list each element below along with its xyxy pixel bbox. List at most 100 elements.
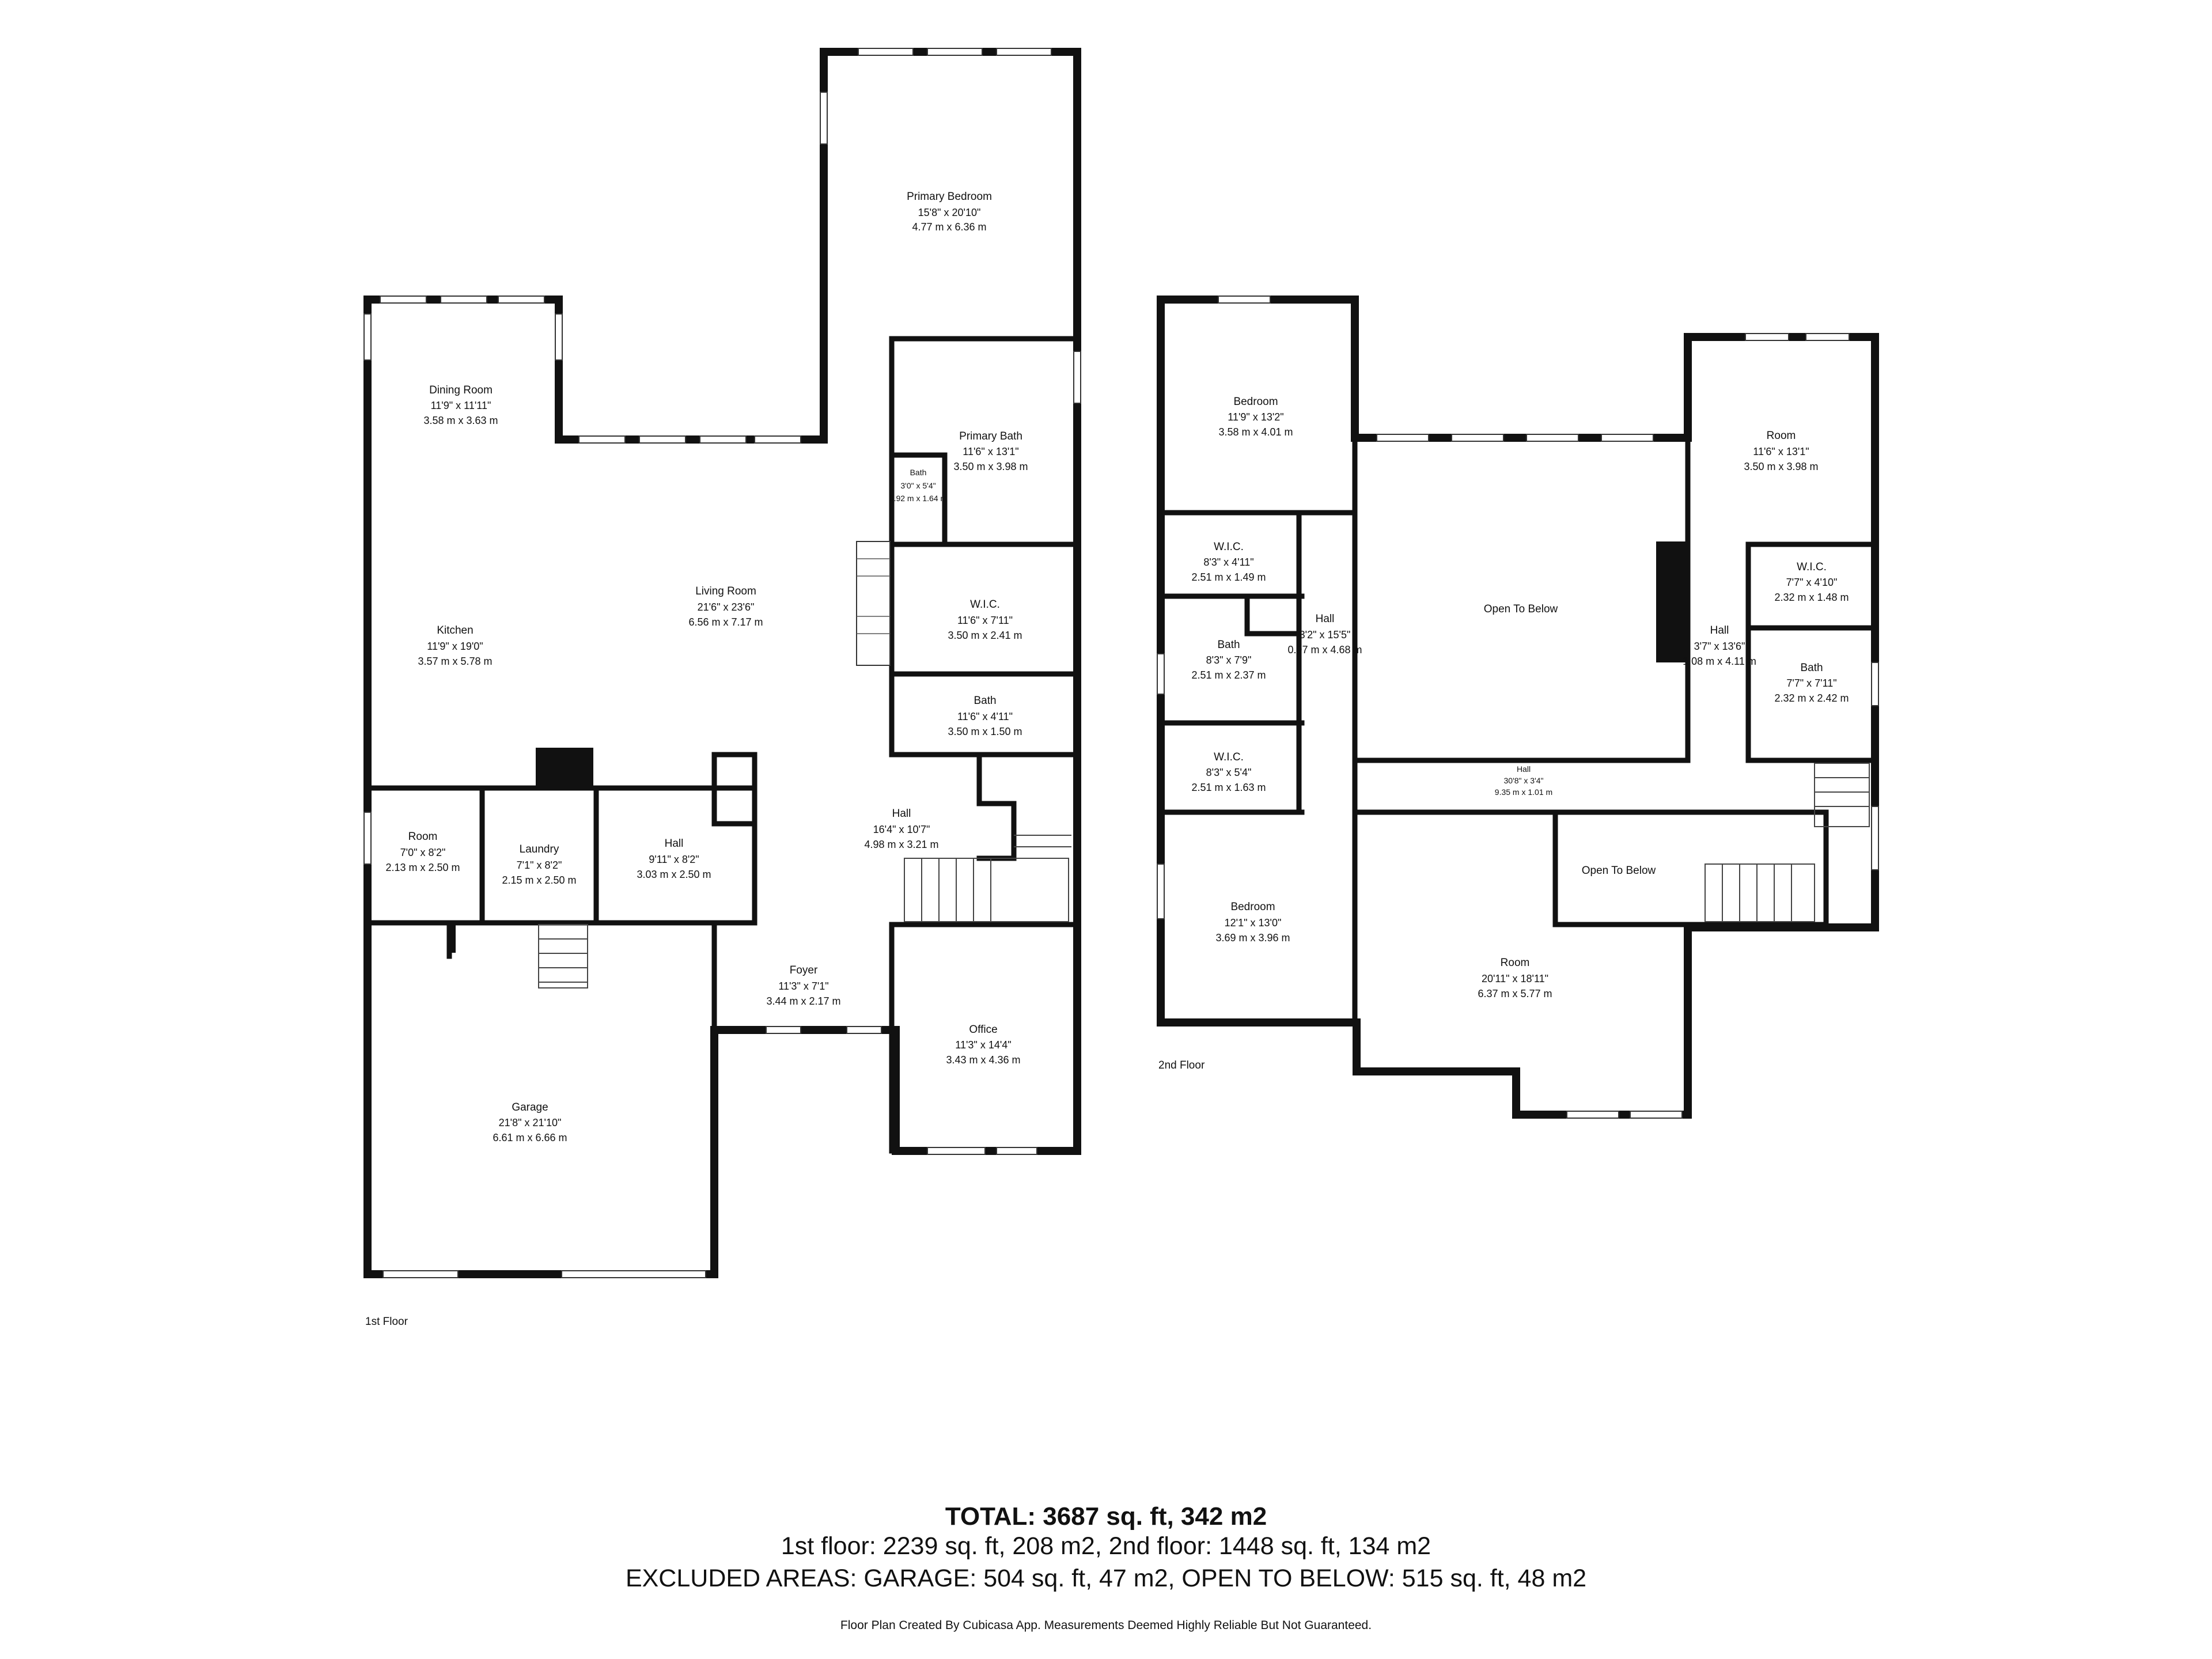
bath-left-imperial: 8'3" x 7'9"	[1206, 654, 1252, 666]
primary-bedroom-name: Primary Bedroom	[907, 191, 992, 203]
wic-name: W.I.C.	[970, 599, 1000, 611]
room-right-name: Room	[1767, 430, 1796, 442]
wic-lower-name: W.I.C.	[1214, 751, 1244, 763]
chimney-block-2	[1656, 541, 1688, 662]
living-room-name: Living Room	[695, 585, 756, 597]
first-floor-label: 1st Floor	[365, 1316, 408, 1328]
room-right-metric: 3.50 m x 3.98 m	[1744, 461, 1818, 472]
foyer-name: Foyer	[790, 964, 818, 976]
room-name: Room	[408, 831, 438, 843]
hall-long-imperial: 30'8" x 3'4"	[1504, 776, 1544, 785]
open-to-below-main: Open To Below	[1484, 603, 1558, 615]
room-metric: 2.13 m x 2.50 m	[385, 862, 460, 873]
total-area: TOTAL: 3687 sq. ft, 342 m2	[945, 1502, 1267, 1531]
hall-small-metric: 3.03 m x 2.50 m	[637, 869, 711, 880]
kitchen-imperial: 11'9" x 19'0"	[427, 641, 483, 652]
primary-bath-imperial: 11'6" x 13'1"	[963, 446, 1018, 457]
wic-right-imperial: 7'7" x 4'10"	[1786, 577, 1838, 588]
living-room-metric: 6.56 m x 7.17 m	[688, 616, 763, 628]
bedroom-bottom-name: Bedroom	[1230, 901, 1275, 913]
dining-room-name: Dining Room	[429, 384, 493, 396]
open-to-below-small: Open To Below	[1582, 865, 1656, 877]
bath-right-metric: 2.32 m x 2.42 m	[1774, 692, 1849, 704]
wic-imperial: 11'6" x 7'11"	[957, 615, 1013, 626]
second-floor-label: 2nd Floor	[1158, 1059, 1205, 1071]
first-floor-labels: Primary Bedroom 15'8" x 20'10" 4.77 m x …	[365, 191, 1028, 1328]
fireplace	[856, 541, 891, 666]
office-imperial: 11'3" x 14'4"	[955, 1039, 1011, 1051]
room-imperial: 7'0" x 8'2"	[400, 847, 446, 858]
first-floor-stairs	[538, 835, 1071, 988]
kitchen-name: Kitchen	[437, 624, 473, 637]
kitchen-metric: 3.57 m x 5.78 m	[418, 656, 492, 667]
office-metric: 3.43 m x 4.36 m	[946, 1054, 1020, 1066]
room-right-imperial: 11'6" x 13'1"	[1753, 446, 1809, 457]
floor-areas: 1st floor: 2239 sq. ft, 208 m2, 2nd floo…	[781, 1532, 1431, 1560]
small-bath-name: Bath	[910, 468, 927, 477]
wic-left-metric: 2.51 m x 1.49 m	[1191, 571, 1266, 583]
small-bath-metric: 0.92 m x 1.64 m	[889, 494, 947, 503]
hall-right-imperial: 3'7" x 13'6"	[1694, 641, 1745, 652]
laundry-imperial: 7'1" x 8'2"	[517, 859, 562, 871]
hall-small-imperial: 9'11" x 8'2"	[649, 854, 699, 865]
hall-vertical-imperial: 3'2" x 15'5"	[1300, 629, 1351, 641]
foyer-metric: 3.44 m x 2.17 m	[766, 995, 840, 1007]
small-bath-imperial: 3'0" x 5'4"	[900, 481, 935, 490]
garage-name: Garage	[512, 1101, 548, 1113]
hall-right-name: Hall	[1710, 624, 1729, 637]
hall-small-name: Hall	[665, 838, 684, 850]
bedroom-top-metric: 3.58 m x 4.01 m	[1218, 426, 1293, 438]
hall-main-imperial: 16'4" x 10'7"	[873, 824, 930, 835]
primary-bedroom-imperial: 15'8" x 20'10"	[918, 207, 981, 218]
wic-right-name: W.I.C.	[1797, 561, 1827, 573]
bath-left-metric: 2.51 m x 2.37 m	[1191, 669, 1266, 681]
wic-left-imperial: 8'3" x 4'11"	[1203, 556, 1253, 568]
room-bottom-name: Room	[1501, 957, 1530, 969]
bath-right-name: Bath	[1800, 662, 1823, 674]
disclaimer: Floor Plan Created By Cubicasa App. Meas…	[840, 1619, 1372, 1632]
hall-long-metric: 9.35 m x 1.01 m	[1495, 787, 1552, 797]
first-floor-plan	[363, 48, 1081, 1278]
office-name: Office	[969, 1024, 997, 1036]
second-floor-windows	[1157, 296, 1879, 1119]
bath-imperial: 11'6" x 4'11"	[957, 711, 1013, 722]
room-bottom-metric: 6.37 m x 5.77 m	[1478, 988, 1552, 999]
wic-lower-metric: 2.51 m x 1.63 m	[1191, 782, 1266, 793]
second-floor-stairs	[1705, 763, 1870, 922]
wic-left-name: W.I.C.	[1214, 541, 1244, 553]
second-floor-labels: Bedroom 11'9" x 13'2" 3.58 m x 4.01 m Ro…	[1158, 396, 1849, 1071]
hall-right-metric: 1.08 m x 4.11 m	[1683, 656, 1756, 667]
hall-vertical-name: Hall	[1316, 613, 1335, 625]
wic-metric: 3.50 m x 2.41 m	[948, 630, 1022, 641]
dining-room-imperial: 11'9" x 11'11"	[431, 400, 491, 411]
primary-bedroom-metric: 4.77 m x 6.36 m	[912, 221, 986, 233]
hall-main-metric: 4.98 m x 3.21 m	[864, 839, 938, 850]
bath-right-imperial: 7'7" x 7'11"	[1786, 677, 1836, 689]
chimney-block	[536, 748, 593, 788]
bedroom-top-name: Bedroom	[1233, 396, 1278, 408]
living-room-imperial: 21'6" x 23'6"	[698, 601, 755, 613]
post-block	[448, 923, 456, 953]
bath-left-name: Bath	[1217, 639, 1240, 651]
primary-bath-metric: 3.50 m x 3.98 m	[953, 461, 1028, 472]
garage-imperial: 21'8" x 21'10"	[499, 1117, 562, 1128]
foyer-imperial: 11'3" x 7'1"	[778, 980, 828, 992]
hall-long-name: Hall	[1517, 764, 1531, 774]
dining-room-metric: 3.58 m x 3.63 m	[423, 415, 498, 426]
hall-main-name: Hall	[892, 808, 911, 820]
room-bottom-imperial: 20'11" x 18'11"	[1482, 973, 1548, 984]
first-floor-walls	[363, 48, 1081, 1278]
wic-lower-imperial: 8'3" x 5'4"	[1206, 767, 1252, 778]
excluded-areas: EXCLUDED AREAS: GARAGE: 504 sq. ft, 47 m…	[625, 1565, 1587, 1592]
bedroom-top-imperial: 11'9" x 13'2"	[1228, 411, 1283, 423]
first-floor-windows	[363, 48, 1081, 1278]
primary-bath-name: Primary Bath	[959, 430, 1022, 442]
wic-right-metric: 2.32 m x 1.48 m	[1774, 592, 1849, 603]
bath-name: Bath	[974, 695, 996, 707]
hall-vertical-metric: 0.97 m x 4.68 m	[1287, 644, 1362, 656]
bedroom-bottom-metric: 3.69 m x 3.96 m	[1215, 932, 1290, 944]
garage-metric: 6.61 m x 6.66 m	[493, 1132, 567, 1143]
second-floor-plan	[1157, 296, 1879, 1119]
bath-metric: 3.50 m x 1.50 m	[948, 726, 1022, 737]
